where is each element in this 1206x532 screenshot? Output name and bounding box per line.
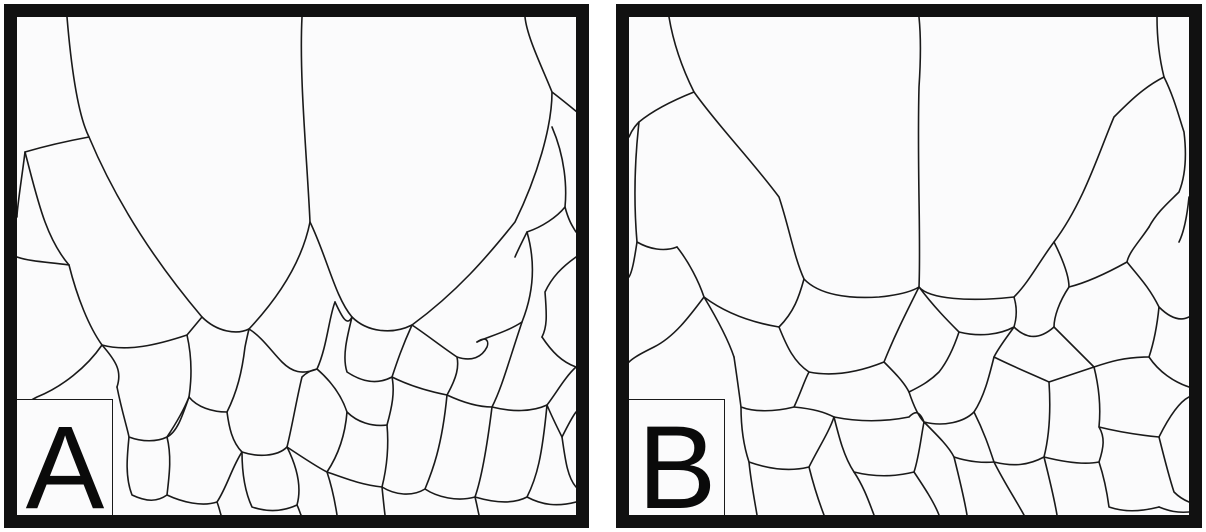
large-cell-left xyxy=(669,17,921,297)
panel-label-b: B xyxy=(629,409,725,527)
panel-label-a: A xyxy=(17,409,113,527)
panel-label-box-a: A xyxy=(17,399,113,515)
panel-label-box-b: B xyxy=(629,399,725,515)
large-cell-right xyxy=(310,17,552,331)
panel-b: B xyxy=(616,4,1202,528)
panel-a: A xyxy=(4,4,589,528)
large-cell-left xyxy=(67,17,310,332)
large-cell-right xyxy=(919,17,1164,299)
